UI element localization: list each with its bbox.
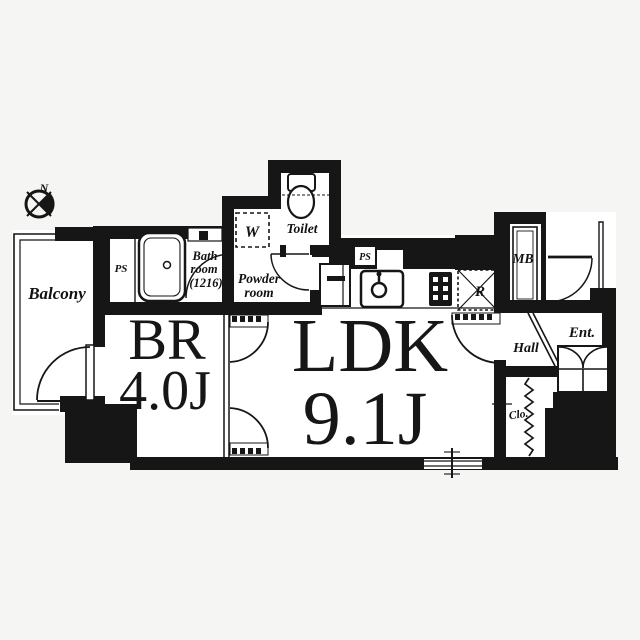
bedroom-upper-door <box>229 314 269 363</box>
toilet <box>282 173 329 220</box>
bathtub <box>137 231 187 303</box>
kitchen-cabinet <box>319 263 351 307</box>
wall-dimension-tick <box>492 396 512 412</box>
refrigerator-label: R <box>474 284 485 300</box>
powder-room-label-2: room <box>244 285 273 300</box>
bath-counter <box>187 227 223 242</box>
compass-north-label: N <box>39 181 50 195</box>
bathroom-label-3: (1216) <box>189 276 222 290</box>
powder-room-label-1: Powder <box>238 271 281 286</box>
bathroom-label-1: Bath <box>191 249 217 263</box>
ldk-size: 9.1J <box>303 377 428 461</box>
bedroom-label: BR <box>128 307 206 372</box>
washer-label: W <box>245 224 261 241</box>
ldk-window-hatch <box>268 465 384 470</box>
meter-box-fixture <box>512 226 538 304</box>
compass-icon <box>24 189 55 219</box>
stove <box>429 272 452 306</box>
ldk-sliding-window <box>424 448 482 478</box>
bathroom-label-2: room <box>190 262 217 276</box>
hall-label: Hall <box>512 341 539 356</box>
balcony-label: Balcony <box>27 284 86 303</box>
walls <box>55 160 618 470</box>
entrance-door <box>547 255 593 303</box>
bedroom-size: 4.0J <box>119 360 211 422</box>
balcony-door <box>36 344 95 402</box>
bedroom-lower-door <box>229 407 269 456</box>
windows <box>268 396 512 478</box>
entrance-label: Ent. <box>568 325 595 341</box>
ps-left-label: PS <box>115 263 128 275</box>
washer-space-box <box>235 212 270 248</box>
meter-box-label: MB <box>511 251 533 266</box>
closet-accordion-door <box>523 377 535 457</box>
hall-door <box>451 312 501 364</box>
ldk-label: LDK <box>292 304 448 388</box>
thin-walls <box>13 221 604 457</box>
refrigerator-space-box <box>457 269 498 311</box>
closet-label: Clo. <box>508 408 529 423</box>
shoe-cabinet <box>557 345 609 393</box>
bathroom-door-arc <box>185 253 231 299</box>
powder-room-door <box>270 253 310 291</box>
toilet-label: Toilet <box>286 221 318 236</box>
ps-kitchen-label: PS <box>359 252 371 263</box>
labels: N Balcony PS Bath room (1216) W Toilet P… <box>27 181 595 461</box>
doors <box>36 253 593 456</box>
kitchen-sink <box>359 269 405 309</box>
